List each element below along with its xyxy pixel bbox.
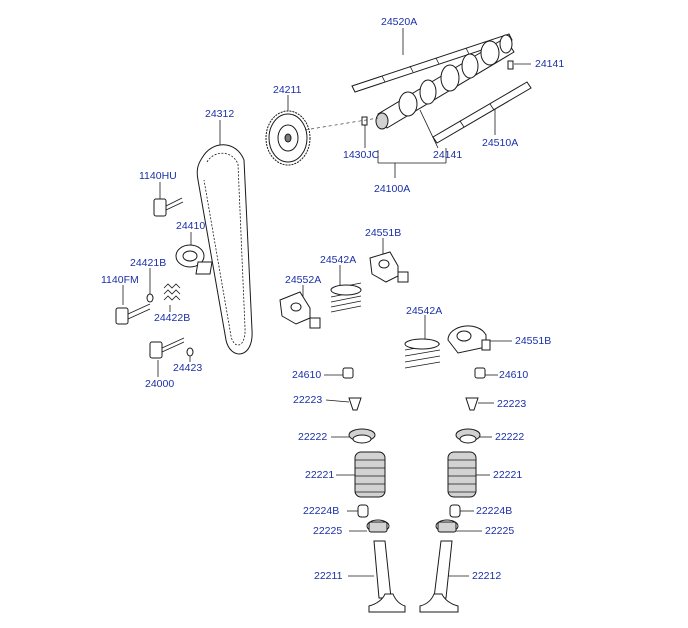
label-22225-right[interactable]: 22225: [485, 525, 515, 537]
label-22221-right[interactable]: 22221: [493, 469, 523, 481]
label-24421b[interactable]: 24421B: [130, 257, 167, 269]
lash-adjuster-right: [474, 367, 486, 379]
seat-right: [435, 519, 459, 533]
label-24422b[interactable]: 24422B: [154, 312, 191, 324]
label-24410[interactable]: 24410: [176, 220, 206, 232]
rocker-spring-right: [404, 338, 441, 369]
label-1430jc[interactable]: 1430JC: [343, 149, 380, 161]
tensioner-pulley: [175, 244, 213, 275]
label-24552a[interactable]: 24552A: [285, 274, 322, 286]
label-24551b-right[interactable]: 24551B: [515, 335, 552, 347]
timing-belt: [196, 144, 253, 355]
keeper-left: [348, 397, 362, 411]
valve-spring-left: [354, 451, 386, 498]
rocker-arm-24551b-right: [447, 325, 491, 354]
retainer-right: [455, 428, 481, 444]
keeper-right: [465, 397, 479, 411]
label-24520a[interactable]: 24520A: [381, 16, 418, 28]
label-24610-right[interactable]: 24610: [499, 369, 529, 381]
rocker-shaft-lower: [432, 81, 532, 144]
label-24211[interactable]: 24211: [273, 84, 302, 96]
camshaft: [375, 34, 515, 130]
label-22222-left[interactable]: 22222: [298, 431, 328, 443]
dowel-pins: [361, 60, 514, 126]
exhaust-valve: [419, 540, 459, 613]
seal-left: [357, 504, 369, 518]
label-22212[interactable]: 22212: [472, 570, 502, 582]
rocker-arm-24551b-left: [369, 251, 409, 283]
label-24542a-left[interactable]: 24542A: [320, 254, 357, 266]
label-22225-left[interactable]: 22225: [313, 525, 343, 537]
label-24141-upper[interactable]: 24141: [535, 58, 565, 70]
retainer-left: [348, 428, 376, 444]
label-24610-left[interactable]: 24610: [292, 369, 322, 381]
rocker-spring-left: [330, 282, 362, 313]
label-24312[interactable]: 24312: [205, 108, 235, 120]
label-1140fm[interactable]: 1140FM: [101, 274, 139, 286]
valve-spring-right: [447, 451, 477, 498]
label-24551b-upper[interactable]: 24551B: [365, 227, 402, 239]
rocker-shaft-upper: [351, 33, 513, 93]
rocker-arm-24552a: [279, 291, 321, 329]
label-24423[interactable]: 24423: [173, 362, 203, 374]
tensioner-hardware: [115, 283, 194, 359]
label-22211[interactable]: 22211: [314, 570, 343, 582]
label-22223-left[interactable]: 22223: [293, 394, 323, 406]
seat-left: [366, 519, 390, 533]
label-24000[interactable]: 24000: [145, 378, 175, 390]
label-22224b-left[interactable]: 22224B: [303, 505, 340, 517]
label-1140hu[interactable]: 1140HU: [139, 170, 177, 182]
label-22224b-right[interactable]: 22224B: [476, 505, 513, 517]
label-22221-left[interactable]: 22221: [305, 469, 335, 481]
lash-adjuster-left: [342, 367, 354, 379]
label-22222-right[interactable]: 22222: [495, 431, 525, 443]
label-22223-right[interactable]: 22223: [497, 398, 527, 410]
cam-sprocket: [265, 110, 379, 166]
label-24510a[interactable]: 24510A: [482, 137, 519, 149]
leader-lines: [122, 28, 531, 577]
seal-right: [449, 504, 461, 518]
intake-valve: [368, 540, 406, 613]
label-24141-lower[interactable]: 24141: [433, 149, 463, 161]
label-24100a[interactable]: 24100A: [374, 183, 411, 195]
bolt-1140hu: [153, 197, 184, 217]
label-24542a-right[interactable]: 24542A: [406, 305, 443, 317]
